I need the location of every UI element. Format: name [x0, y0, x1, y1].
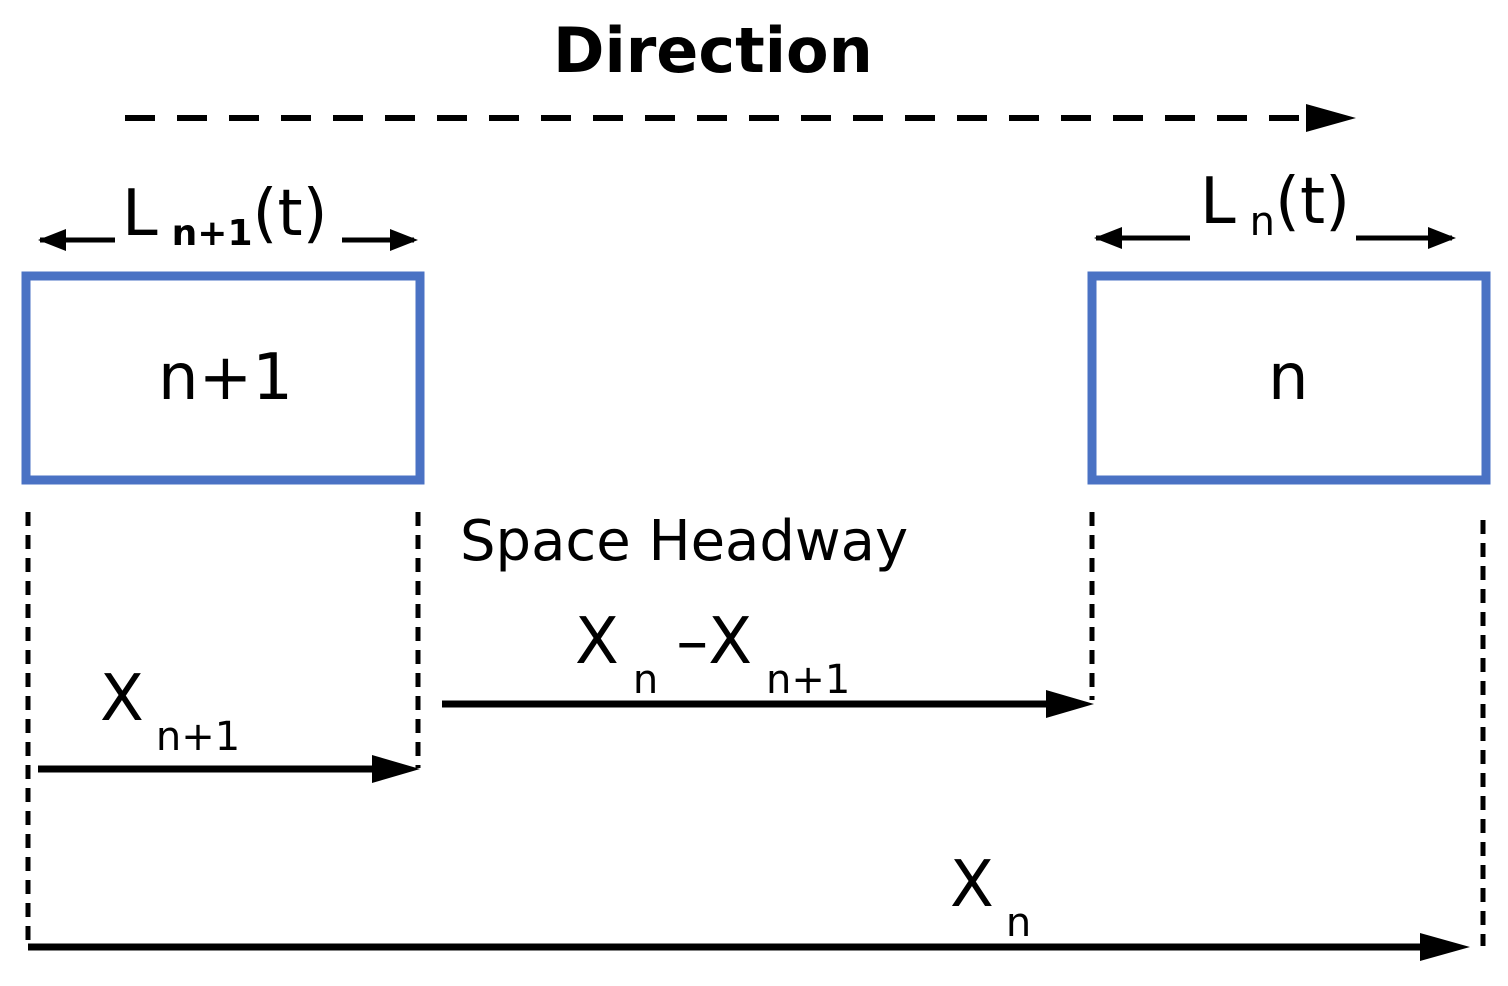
length-follower-left-head [38, 229, 66, 251]
position-leader-sub: n [1005, 900, 1032, 946]
headway-s2: n+1 [766, 657, 851, 703]
position-follower-label: Xn+1 [100, 667, 240, 757]
position-follower-arrowhead [372, 755, 420, 783]
length-follower-sub: n+1 [171, 213, 253, 254]
headway-x2: X [708, 605, 753, 679]
length-leader-right-head [1428, 227, 1456, 249]
length-leader-sub: n [1249, 199, 1276, 245]
vehicle-label-leader: n [1268, 341, 1309, 415]
headway-formula: Xn–Xn+1 [575, 610, 850, 700]
vehicle-box-leader [1087, 271, 1491, 485]
position-follower-main: X [100, 662, 144, 736]
position-leader-arrowhead [1420, 933, 1470, 961]
position-follower-sub: n+1 [155, 714, 241, 760]
vehicle-box-follower [21, 271, 425, 485]
length-leader-main: L [1200, 165, 1236, 239]
direction-title: Direction [553, 14, 873, 87]
length-follower-main: L [122, 177, 158, 251]
headway-s1: n [632, 657, 659, 703]
length-follower-right-head [390, 229, 418, 251]
length-leader-left-head [1094, 227, 1122, 249]
position-leader-label: Xn [950, 853, 1031, 943]
headway-x1: X [575, 605, 619, 679]
space-headway-caption: Space Headway [460, 509, 909, 574]
vehicle-label-follower: n+1 [158, 341, 293, 415]
headway-minus: – [676, 605, 709, 679]
direction-arrowhead [1306, 104, 1356, 132]
length-leader-suffix: (t) [1275, 165, 1351, 239]
length-follower-suffix: (t) [252, 177, 328, 251]
position-leader-main: X [950, 848, 994, 922]
headway-arrowhead [1046, 690, 1094, 718]
